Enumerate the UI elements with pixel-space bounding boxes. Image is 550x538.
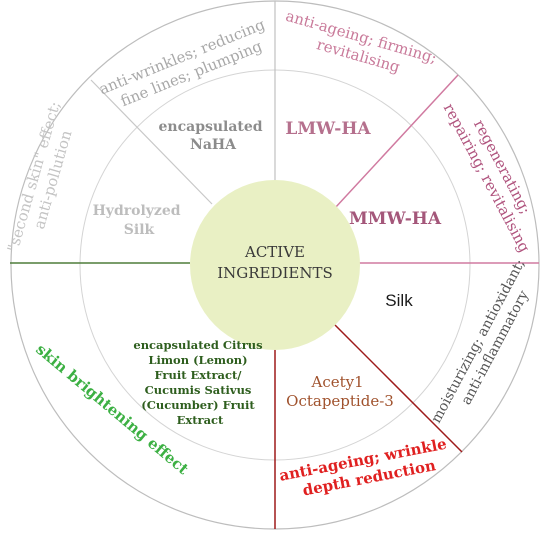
divider-lower-right	[327, 317, 463, 453]
center-label-line2: INGREDIENTS	[217, 264, 333, 282]
effect-label: moisturizing; antioxidant; anti-inflamma…	[428, 253, 546, 435]
ingredient-label: Silk	[385, 291, 413, 310]
divider-lines	[10, 1, 539, 529]
center-label-line1: ACTIVE	[244, 243, 305, 261]
effect-label: "second skin" effect; anti-pollution	[4, 95, 84, 260]
effect-label: anti-ageing; wrinkle depth reduction	[278, 434, 457, 504]
effect-label: anti-wrinkles; reducing fine lines; plum…	[96, 14, 278, 116]
ingredient-label: encapsulated Citrus Limon (Lemon) Fruit …	[133, 338, 266, 427]
ingredient-label: LMW-HA	[285, 119, 371, 139]
divider-upper-left	[90, 79, 213, 205]
effect-label: regenerating; repairing; revitalising	[440, 91, 550, 255]
center-circle	[190, 180, 360, 350]
ingredient-label: MMW-HA	[349, 209, 442, 229]
effect-label: anti-ageing; firming; revitalising	[278, 7, 443, 87]
divider-upper-right	[334, 74, 459, 209]
ingredient-label: encapsulated NaHA	[159, 119, 268, 153]
ingredient-label: Acety1 Octapeptide-3	[286, 373, 394, 410]
ingredient-label: Hydrolyzed Silk	[93, 203, 186, 238]
